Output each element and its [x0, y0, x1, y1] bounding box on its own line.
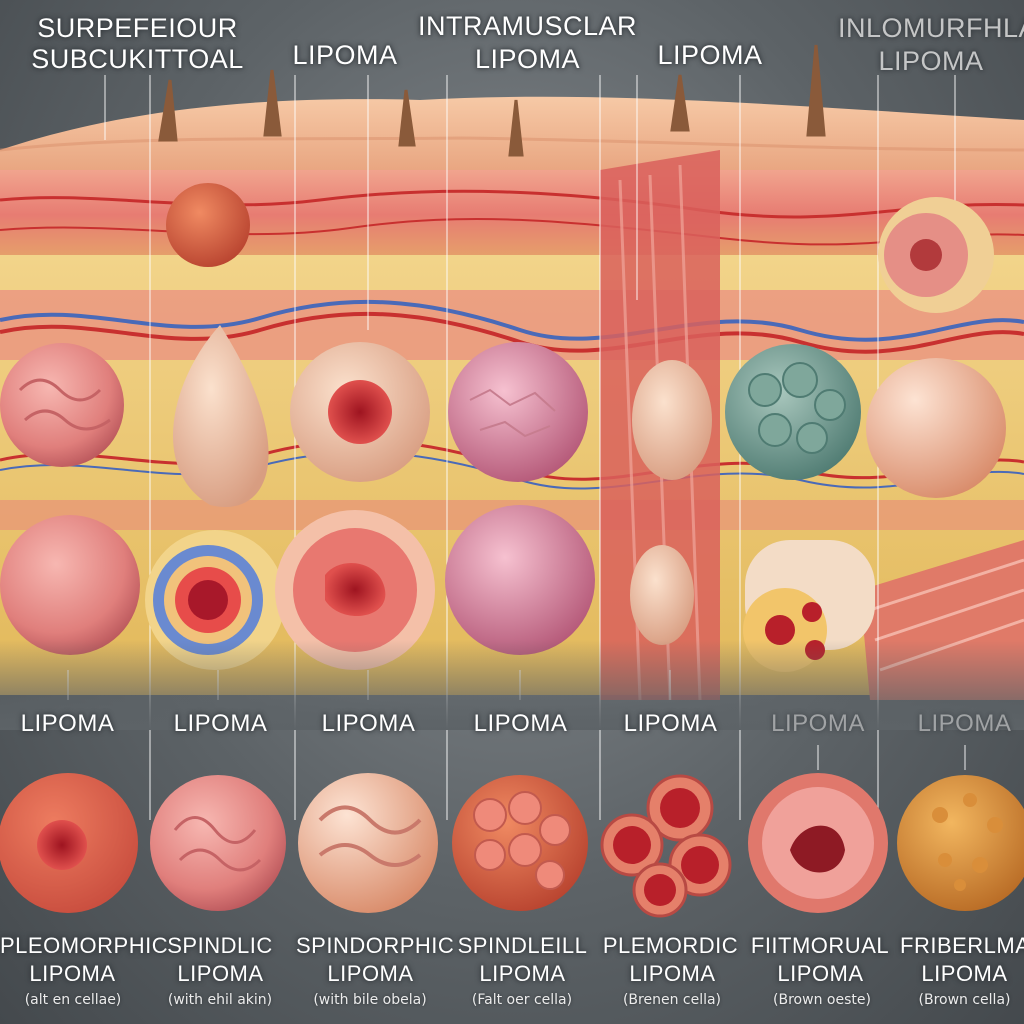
- label-inlomurfhla-lipoma: INLOMURFHLA LIPOMA: [838, 15, 1024, 75]
- label-type-2-name: SPINDLIC: [167, 933, 273, 958]
- label-type-5-name: PLEMORDIC: [602, 933, 739, 958]
- label-type-3-name: SPINDORPHIC: [296, 933, 455, 958]
- label-type-7-sub: LIPOMA: [921, 961, 1008, 986]
- label-lipoma-top-4: LIPOMA: [645, 42, 775, 69]
- label-type-6-note: (Brown oeste): [773, 992, 871, 1008]
- label-type-1-note: (alt en cellae): [24, 992, 122, 1008]
- label-line-1: INTRAMUSCLAR: [417, 11, 638, 41]
- label-type-3-sub: LIPOMA: [327, 961, 414, 986]
- label-intramuscular-lipoma: INTRAMUSCLAR LIPOMA: [405, 13, 650, 73]
- label-lipoma-mid-2: LIPOMA: [173, 710, 268, 737]
- label-superficial-subcutaneous: SURPEFEIOUR SUBCUKITTOAL: [20, 15, 255, 73]
- label-lipoma-mid-5: LIPOMA: [623, 710, 718, 737]
- label-type-4-name: SPINDLEILL: [457, 933, 588, 958]
- label-line-1: SURPEFEIOUR: [37, 13, 238, 43]
- label-type-1-sub: LIPOMA: [29, 961, 116, 986]
- label-line-1: LIPOMA: [657, 40, 763, 70]
- label-type-6-sub: LIPOMA: [777, 961, 864, 986]
- label-type-3-note: (with bile obela): [313, 992, 427, 1008]
- label-type-7-note: (Brown cella): [918, 992, 1011, 1008]
- label-line-2: LIPOMA: [878, 46, 984, 76]
- label-type-6-name: FIITMORUAL: [750, 933, 890, 958]
- label-lipoma-mid-3: LIPOMA: [321, 710, 416, 737]
- label-type-2-note: (with ehil akin): [167, 992, 273, 1008]
- label-type-7-name: FRIBERLMA: [900, 933, 1024, 958]
- label-lipoma-mid-6: LIPOMA: [771, 710, 865, 737]
- label-line-1: LIPOMA: [292, 40, 398, 70]
- label-lipoma-mid-4: LIPOMA: [473, 710, 568, 737]
- label-lipoma-top-2: LIPOMA: [285, 42, 405, 69]
- label-lipoma-mid-7: LIPOMA: [917, 710, 1012, 737]
- label-line-1: INLOMURFHLA: [838, 13, 1024, 43]
- label-type-4-note: (Falt oer cella): [471, 992, 573, 1008]
- label-type-5-sub: LIPOMA: [629, 961, 716, 986]
- label-type-4-sub: LIPOMA: [479, 961, 566, 986]
- label-type-5-note: (Brenen cella): [622, 992, 722, 1008]
- label-line-2: LIPOMA: [474, 44, 581, 74]
- label-lipoma-mid-1: LIPOMA: [20, 710, 115, 737]
- label-line-2: SUBCUKITTOAL: [31, 44, 244, 74]
- label-type-2-sub: LIPOMA: [177, 961, 264, 986]
- label-type-1-name: PLEOMORPHIC: [0, 933, 169, 958]
